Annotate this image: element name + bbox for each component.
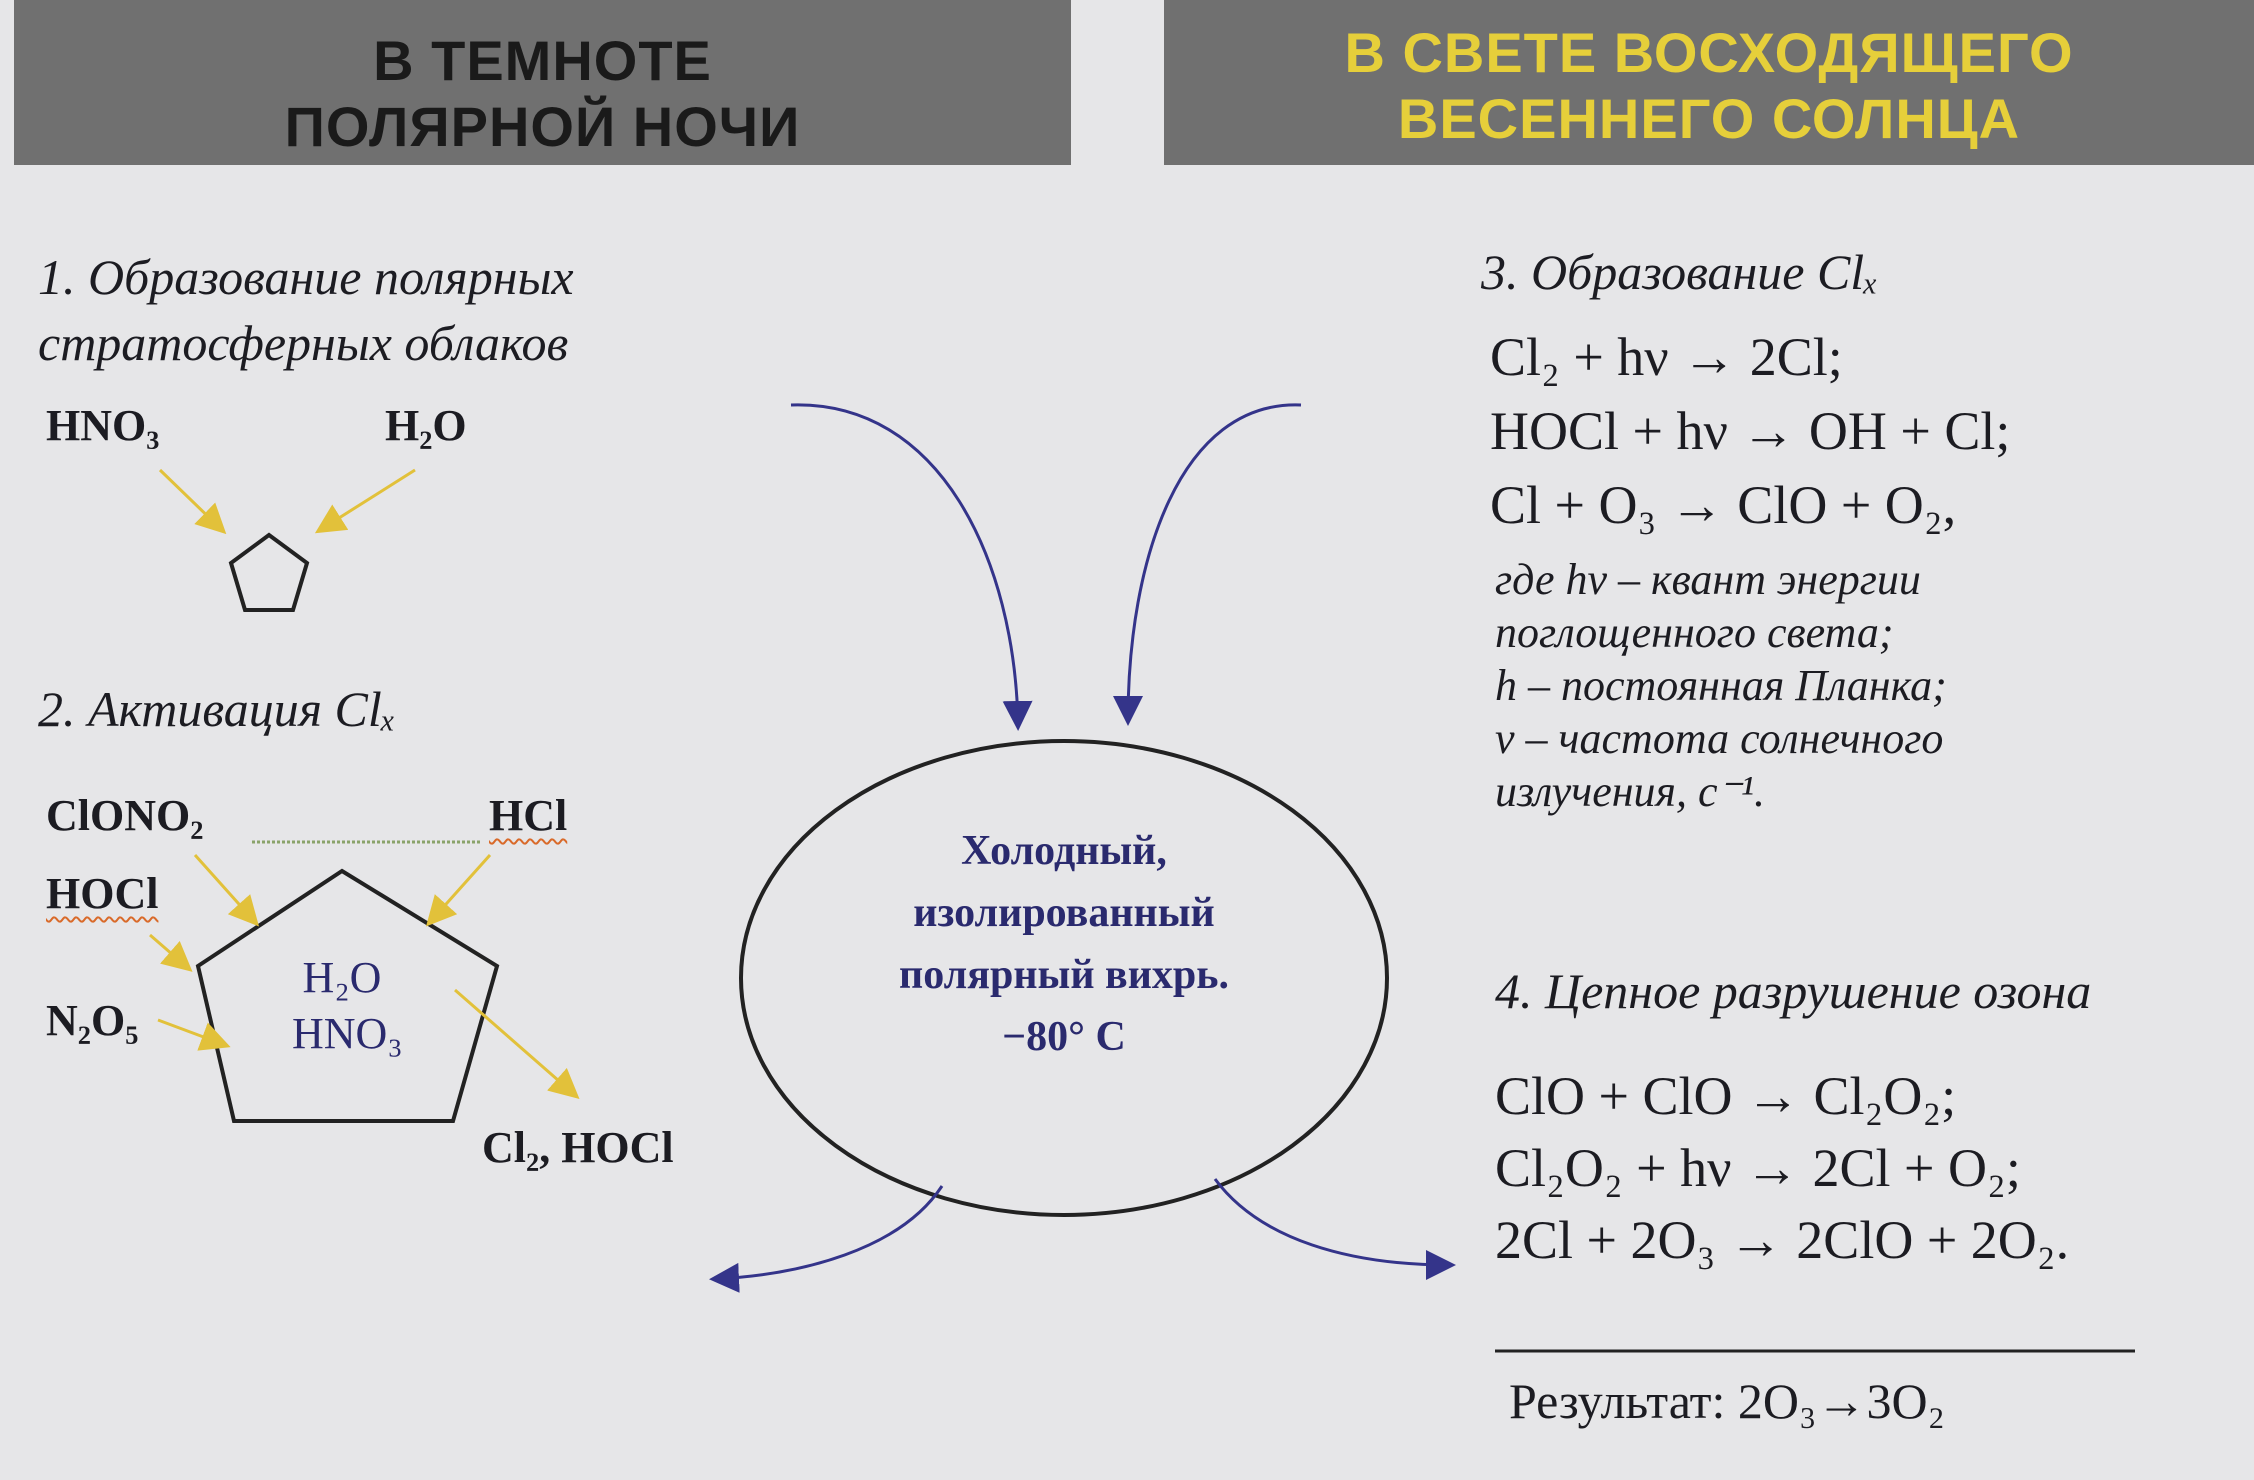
note-line: поглощенного света; bbox=[1495, 608, 1894, 657]
section2-title: 2. Активация Clₓ bbox=[38, 681, 396, 737]
left-header-title: В ТЕМНОТЕ ПОЛЯРНОЙ НОЧИ bbox=[14, 28, 1071, 160]
section1-title: 1. Образование полярных стратосферных об… bbox=[38, 244, 574, 376]
cloud-content-h2o: H₂O bbox=[302, 953, 382, 1002]
yellow-arrow bbox=[454, 988, 580, 1099]
section1-title-line-1: 1. Образование полярных bbox=[38, 249, 574, 305]
right-header-title: В СВЕТЕ ВОСХОДЯЩЕГО ВЕСЕННЕГО СОЛНЦА bbox=[1164, 20, 2254, 152]
input-n2o5: N₂O₅ bbox=[46, 996, 139, 1045]
note-line: h – постоянная Планка; bbox=[1495, 661, 1947, 710]
blue-arrow-out-right bbox=[1213, 1178, 1456, 1280]
output-cl2-hocl: Cl₂, HOCl bbox=[482, 1123, 674, 1172]
section4-title: 4. Цепное разрушение озона bbox=[1495, 963, 2092, 1019]
blue-arrow-in-right bbox=[1113, 403, 1302, 726]
right-header-line-1: В СВЕТЕ ВОСХОДЯЩЕГО bbox=[1344, 21, 2074, 84]
cloud-content-hno3: HNO₃ bbox=[292, 1009, 403, 1058]
input-h2o: H₂O bbox=[385, 401, 467, 450]
right-header-band bbox=[1164, 0, 2254, 165]
vortex-label-line-1: Холодный, bbox=[961, 828, 1167, 874]
equation: Cl + O₃ → ClO + O₂, bbox=[1490, 475, 1957, 535]
equation: HOCl + hν → OH + Cl; bbox=[1490, 401, 2011, 461]
section3-title: 3. Образование Clₓ bbox=[1481, 244, 1879, 300]
note-line: излучения, с⁻¹. bbox=[1495, 767, 1765, 816]
note-line: где hν – квант энергии bbox=[1495, 555, 1921, 604]
input-hocl: HOCl bbox=[46, 869, 159, 918]
cloud-pentagon bbox=[195, 868, 500, 1123]
yellow-arrow bbox=[193, 853, 260, 927]
section4-equations: ClO + ClO → Cl₂O₂; Cl₂O₂ + hν → 2Cl + O₂… bbox=[1495, 1060, 2069, 1276]
polar-vortex-ellipse bbox=[739, 739, 1389, 1217]
equation: 2Cl + 2O₃ → 2ClO + 2O₂. bbox=[1495, 1210, 2070, 1270]
blue-arrow-out-left bbox=[709, 1185, 944, 1293]
equation: Cl₂ + hν → 2Cl; bbox=[1490, 327, 1843, 387]
equation: ClO + ClO → Cl₂O₂; bbox=[1495, 1066, 1957, 1126]
note-line: ν – частота солнечного bbox=[1495, 714, 1944, 763]
result-equation: Результат: 2O₃→3O₂ bbox=[1509, 1373, 1945, 1429]
yellow-arrow bbox=[158, 468, 227, 535]
input-hcl: HCl bbox=[489, 791, 568, 840]
yellow-arrow bbox=[425, 853, 492, 927]
vortex-label-line-4: −80° C bbox=[1002, 1014, 1126, 1060]
input-clono2: ClONO₂ bbox=[46, 791, 204, 840]
cloud-contents: H₂O HNO₃ bbox=[292, 950, 403, 1062]
yellow-arrow bbox=[314, 468, 416, 534]
equation: Cl₂O₂ + hν → 2Cl + O₂; bbox=[1495, 1138, 2021, 1198]
blue-arrow-in-left bbox=[790, 403, 1033, 731]
section1-title-line-2: стратосферных облаков bbox=[38, 315, 569, 371]
vortex-label-line-3: полярный вихрь. bbox=[899, 952, 1229, 998]
left-header-line-1: В ТЕМНОТЕ bbox=[373, 29, 712, 92]
right-header-line-2: ВЕСЕННЕГО СОЛНЦА bbox=[1397, 87, 2021, 150]
yellow-arrow bbox=[149, 933, 193, 972]
vortex-label-line-2: изолированный bbox=[913, 890, 1215, 936]
small-cloud-pentagon bbox=[228, 532, 310, 612]
section3-equations: Cl₂ + hν → 2Cl; HOCl + hν → OH + Cl; Cl … bbox=[1490, 320, 2010, 542]
vortex-label: Холодный, изолированный полярный вихрь. … bbox=[814, 820, 1314, 1068]
yellow-arrow bbox=[157, 1018, 231, 1051]
section3-notes: где hν – квант энергии поглощенного свет… bbox=[1495, 553, 1947, 818]
input-hno3: HNO₃ bbox=[46, 401, 160, 450]
left-header-line-2: ПОЛЯРНОЙ НОЧИ bbox=[284, 95, 801, 158]
left-header-band bbox=[14, 0, 1071, 165]
